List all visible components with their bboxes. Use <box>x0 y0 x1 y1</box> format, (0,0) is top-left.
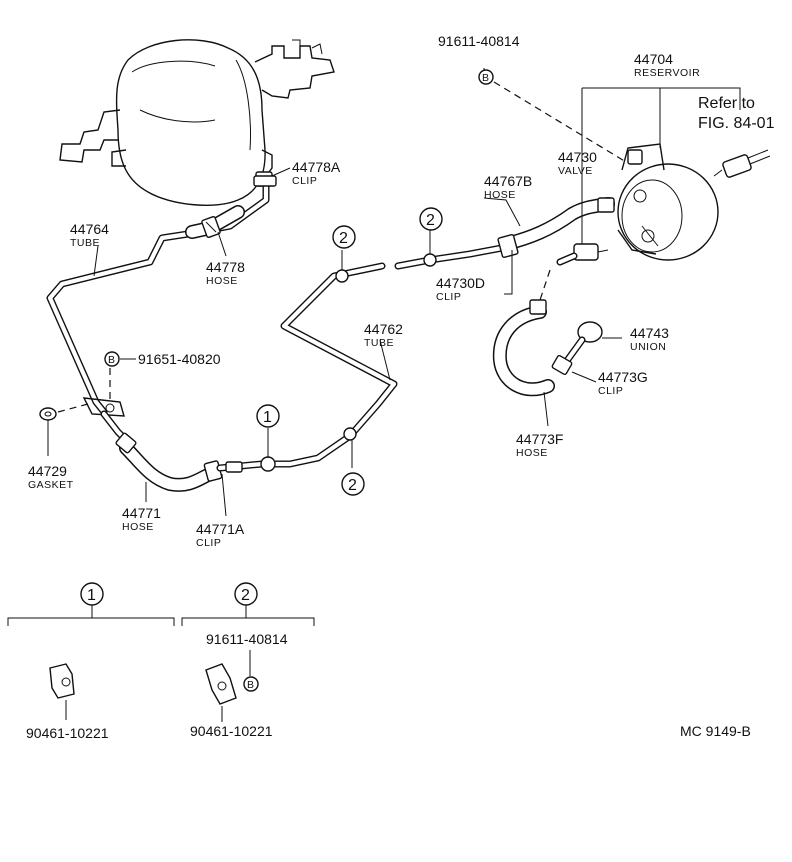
callout-44743-desc: UNION <box>630 341 666 353</box>
gasket-44729 <box>39 403 89 421</box>
marker-2-a: 2 <box>332 225 356 249</box>
callout-44778a: 44778A <box>292 159 341 175</box>
tube-44762 <box>216 244 506 473</box>
marker-2-c: 2 <box>341 472 365 496</box>
marker-1-a-label: 1 <box>263 409 272 426</box>
callout-44767b: 44767B <box>484 173 532 189</box>
callout-44767b-desc: HOSE <box>484 189 516 201</box>
callout-44771a-desc: CLIP <box>196 537 221 549</box>
callout-44729-desc: GASKET <box>28 479 74 491</box>
detail-2-bolt-marker: B <box>247 679 255 691</box>
level-sensor-icon <box>713 149 771 178</box>
callout-44773f: 44773F <box>516 431 563 447</box>
detail-1-part: 90461-10221 <box>26 725 109 741</box>
detail-2-part: 90461-10221 <box>190 723 273 739</box>
hose-44778-clip <box>185 175 277 239</box>
refer-note-line1: Refer to <box>698 95 755 112</box>
callout-44730d-desc: CLIP <box>436 291 461 303</box>
callout-44771: 44771 <box>122 505 161 521</box>
detail-2-bolt: 91611-40814 <box>206 631 288 647</box>
callout-44773g-desc: CLIP <box>598 385 623 397</box>
refer-note-line2: FIG. 84-01 <box>698 115 775 132</box>
callout-44778: 44778 <box>206 259 245 275</box>
callout-44704: 44704 <box>634 51 673 67</box>
callout-44730d: 44730D <box>436 275 485 291</box>
bolt-marker-left: B <box>104 351 120 367</box>
hose-44771 <box>100 410 223 492</box>
union-44743 <box>551 321 603 376</box>
tube-44764 <box>46 182 270 416</box>
detail-1: 1 90461-10221 <box>7 582 175 741</box>
valve-44730 <box>556 243 609 266</box>
callout-91611-40814: 91611-40814 <box>438 33 520 49</box>
callout-44771a: 44771A <box>196 521 245 537</box>
callout-44778a-desc: CLIP <box>292 175 317 187</box>
callout-44730-desc: VALVE <box>558 165 593 177</box>
bracket-mount <box>82 368 125 417</box>
callout-44778-desc: HOSE <box>206 275 238 287</box>
marker-1-a: 1 <box>256 404 280 428</box>
bolt-leader <box>493 81 627 163</box>
detail-1-marker-label: 1 <box>87 587 96 604</box>
figure-code: MC 9149-B <box>680 723 751 739</box>
marker-2-b: 2 <box>419 207 443 231</box>
reservoir-bracket <box>582 87 741 110</box>
callout-44704-desc: RESERVOIR <box>634 67 700 79</box>
callout-44764: 44764 <box>70 221 109 237</box>
callout-44764-desc: TUBE <box>70 237 100 249</box>
callout-44730: 44730 <box>558 149 597 165</box>
callout-44729: 44729 <box>28 463 67 479</box>
hose-44767b <box>497 197 615 258</box>
callout-91651-40820: 91651-40820 <box>138 351 221 367</box>
callout-44771-desc: HOSE <box>122 521 154 533</box>
marker-2-b-label: 2 <box>426 212 435 229</box>
marker-2-c-label: 2 <box>348 477 357 494</box>
detail-2-marker-label: 2 <box>241 587 250 604</box>
leader-lines <box>47 68 622 517</box>
hose-44773f <box>492 269 555 397</box>
bolt-marker-top: B <box>478 69 494 85</box>
callout-44762-desc: TUBE <box>364 337 394 349</box>
callout-44762: 44762 <box>364 321 403 337</box>
callout-44743: 44743 <box>630 325 669 341</box>
marker-2-a-label: 2 <box>339 230 348 247</box>
detail-2: 2 91611-40814 B 90461-10221 <box>181 582 315 739</box>
reservoir-44704 <box>617 143 719 261</box>
bolt-marker-label: B <box>482 72 490 84</box>
callout-44773g: 44773G <box>598 369 648 385</box>
callout-44773f-desc: HOSE <box>516 447 548 459</box>
bolt-marker-label: B <box>108 354 116 366</box>
